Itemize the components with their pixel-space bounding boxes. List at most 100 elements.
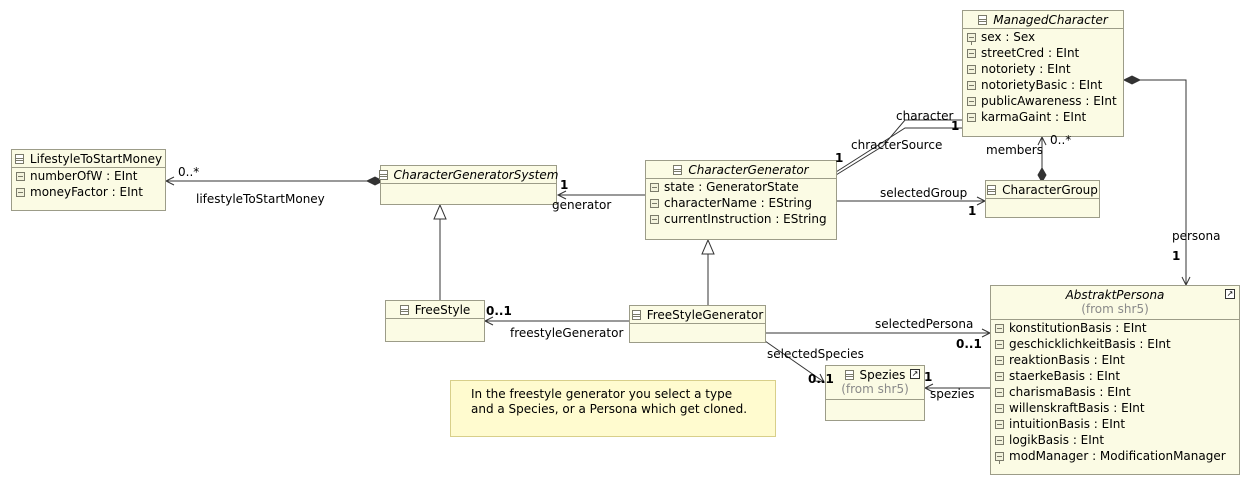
class-charactergenerator[interactable]: CharacterGenerator state : GeneratorStat… [645, 160, 837, 240]
class-header: LifestyleToStartMoney [12, 150, 165, 168]
selectedpersona-role-label: selectedPersona [875, 317, 974, 331]
generator-role-label: generator [552, 198, 612, 212]
class-icon [631, 309, 641, 320]
class-icon [673, 164, 683, 175]
external-link-icon[interactable]: ↗ [1225, 289, 1235, 299]
persona-composition-diamond [1122, 75, 1142, 85]
members-arrowhead [1037, 135, 1047, 146]
class-header: CharacterGroup [986, 181, 1099, 199]
class-icon [378, 169, 388, 180]
class-freestyle[interactable]: FreeStyle [385, 300, 485, 342]
attribute[interactable]: staerkeBasis : EInt [991, 368, 1239, 384]
attribute-icon [967, 64, 976, 74]
attributes [386, 319, 484, 330]
members-role-label: members [986, 143, 1043, 157]
class-name: CharacterGroup [1002, 182, 1098, 197]
source-association-line [835, 119, 962, 176]
attribute-icon [995, 419, 1004, 429]
class-name: CharacterGenerator [688, 162, 809, 177]
attribute-icon [16, 187, 25, 197]
class-name: FreeStyleGenerator [646, 307, 764, 322]
attribute[interactable]: charismaBasis : EInt [991, 384, 1239, 400]
class-header: Spezies (from shr5) ↗ [826, 366, 924, 400]
class-icon [399, 304, 409, 315]
note-comment[interactable]: In the freestyle generator you select a … [450, 380, 776, 437]
class-charactergeneratorsystem[interactable]: CharacterGeneratorSystem [378, 165, 559, 205]
attribute[interactable]: characterName : EString [646, 195, 836, 211]
attribute[interactable]: logikBasis : EInt [991, 432, 1239, 448]
attributes: numberOfW : EInt moneyFactor : EInt [12, 168, 165, 200]
attribute-icon [995, 403, 1004, 413]
attributes [986, 199, 1099, 210]
selectedspecies-association-line [764, 340, 825, 383]
class-charactergroup[interactable]: CharacterGroup [985, 180, 1100, 218]
attribute-icon [967, 112, 976, 122]
class-spezies[interactable]: Spezies (from shr5) ↗ [825, 365, 925, 421]
attribute-icon [995, 339, 1004, 349]
attributes [630, 324, 765, 335]
attribute[interactable]: moneyFactor : EInt [12, 184, 165, 200]
class-name: Spezies [859, 368, 906, 382]
attribute-icon [995, 355, 1004, 365]
package-origin: (from shr5) [841, 382, 909, 396]
attribute[interactable]: reaktionBasis : EInt [991, 352, 1239, 368]
class-header: CharacterGeneratorSystem [378, 166, 559, 184]
attributes: state : GeneratorState characterName : E… [646, 179, 836, 227]
attribute[interactable]: geschicklichkeitBasis : EInt [991, 336, 1239, 352]
freestylegenerator-multiplicity: 0..1 [486, 304, 512, 318]
attribute[interactable]: modManager : ModificationManager [991, 448, 1239, 464]
class-abstraktpersona[interactable]: AbstraktPersona (from shr5) ↗ konstituti… [990, 285, 1240, 475]
persona-multiplicity: 1 [1172, 249, 1181, 263]
spezies-role-label: spezies [930, 387, 975, 401]
attribute[interactable]: notoriety : EInt [963, 61, 1123, 77]
class-lifestyletostartmoney[interactable]: LifestyleToStartMoney numberOfW : EInt m… [11, 149, 166, 211]
selectedpersona-multiplicity: 0..1 [956, 337, 982, 351]
attribute-icon [650, 182, 659, 192]
attribute[interactable]: numberOfW : EInt [12, 168, 165, 184]
attributes [826, 400, 924, 411]
attribute-icon [995, 371, 1004, 381]
external-link-icon[interactable]: ↗ [910, 369, 920, 379]
attribute[interactable]: karmaGaint : EInt [963, 109, 1123, 125]
selectedspecies-multiplicity: 0..1 [808, 372, 834, 386]
selectedspecies-role-label: selectedSpecies [767, 347, 864, 361]
class-name: ManagedCharacter [993, 12, 1108, 27]
attribute[interactable]: currentInstruction : EString [646, 211, 836, 227]
freestylegenerator-arrowhead [483, 316, 494, 326]
class-freestylegenerator[interactable]: FreeStyleGenerator [629, 305, 766, 343]
class-name: AbstraktPersona [1065, 288, 1165, 302]
attribute[interactable]: state : GeneratorState [646, 179, 836, 195]
character-multiplicity: 1 [951, 119, 960, 133]
attributes [381, 184, 556, 195]
class-icon [14, 153, 24, 164]
attribute[interactable]: intuitionBasis : EInt [991, 416, 1239, 432]
class-managedcharacter[interactable]: ManagedCharacter sex : Sex streetCred : … [962, 10, 1124, 137]
class-name: CharacterGeneratorSystem [393, 167, 559, 182]
class-header: CharacterGenerator [646, 161, 836, 179]
persona-association-line [1140, 79, 1187, 285]
attribute[interactable]: sex : Sex [963, 29, 1123, 45]
attribute-icon [967, 80, 976, 90]
members-multiplicity: 0..* [1050, 133, 1072, 147]
class-name: LifestyleToStartMoney [29, 151, 163, 166]
character-role-label: character [896, 109, 954, 123]
freestylegenerator-role-label: freestyleGenerator [510, 326, 624, 340]
attribute[interactable]: konstitutionBasis : EInt [991, 320, 1239, 336]
fsg-generalization-triangle [701, 238, 715, 255]
attribute-icon [16, 171, 25, 181]
spezies-multiplicity: 1 [924, 370, 933, 384]
attribute[interactable]: streetCred : EInt [963, 45, 1123, 61]
generator-multiplicity: 1 [560, 178, 569, 192]
source-role-label: chracterSource [851, 138, 943, 152]
attribute[interactable]: notorietyBasic : EInt [963, 77, 1123, 93]
attribute-icon [967, 48, 976, 58]
attribute-icon [995, 435, 1004, 445]
freestyle-generalization-triangle [433, 203, 447, 220]
attribute-icon [995, 387, 1004, 397]
attributes: sex : Sex streetCred : EInt notoriety : … [963, 29, 1123, 125]
attribute[interactable]: publicAwareness : EInt [963, 93, 1123, 109]
character-association-line [835, 127, 962, 173]
attribute[interactable]: willenskraftBasis : EInt [991, 400, 1239, 416]
reference-attribute-icon [995, 451, 1004, 464]
attribute-icon [967, 96, 976, 106]
